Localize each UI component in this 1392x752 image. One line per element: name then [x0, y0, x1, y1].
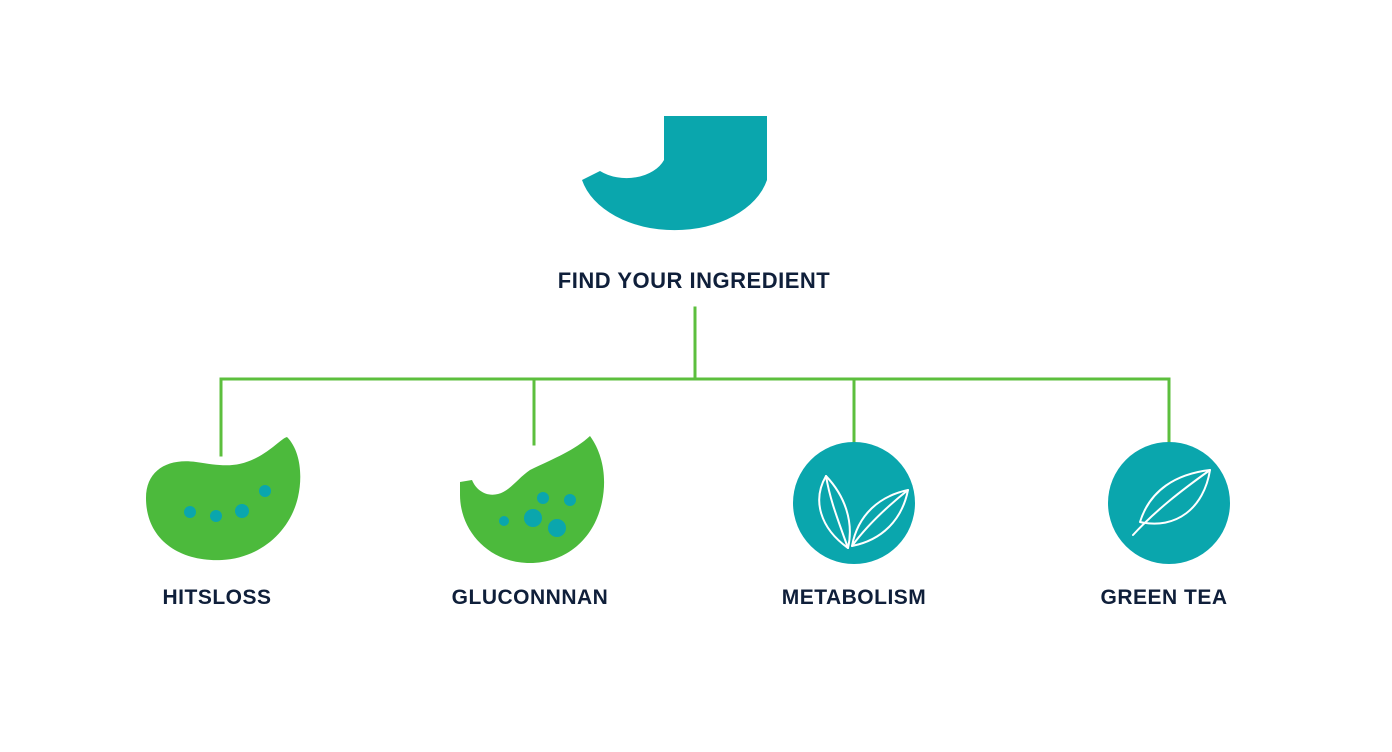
leaf-sprout-icon	[793, 442, 915, 564]
child-label-3: METABOLISM	[781, 586, 927, 609]
green-blob-icon	[146, 437, 301, 561]
child-label-2: GLUCONNNAN	[451, 586, 609, 609]
diagram-title: FIND YOUR INGREDIENT	[557, 268, 831, 293]
teal-bowl-icon	[582, 116, 767, 231]
leaf-icon	[1108, 442, 1230, 564]
green-blob-bite-icon	[460, 436, 605, 563]
child-label-4: GREEN TEA	[1100, 586, 1228, 609]
child-label-1: HITSLOSS	[162, 586, 272, 609]
connector-lines	[219, 306, 1171, 457]
